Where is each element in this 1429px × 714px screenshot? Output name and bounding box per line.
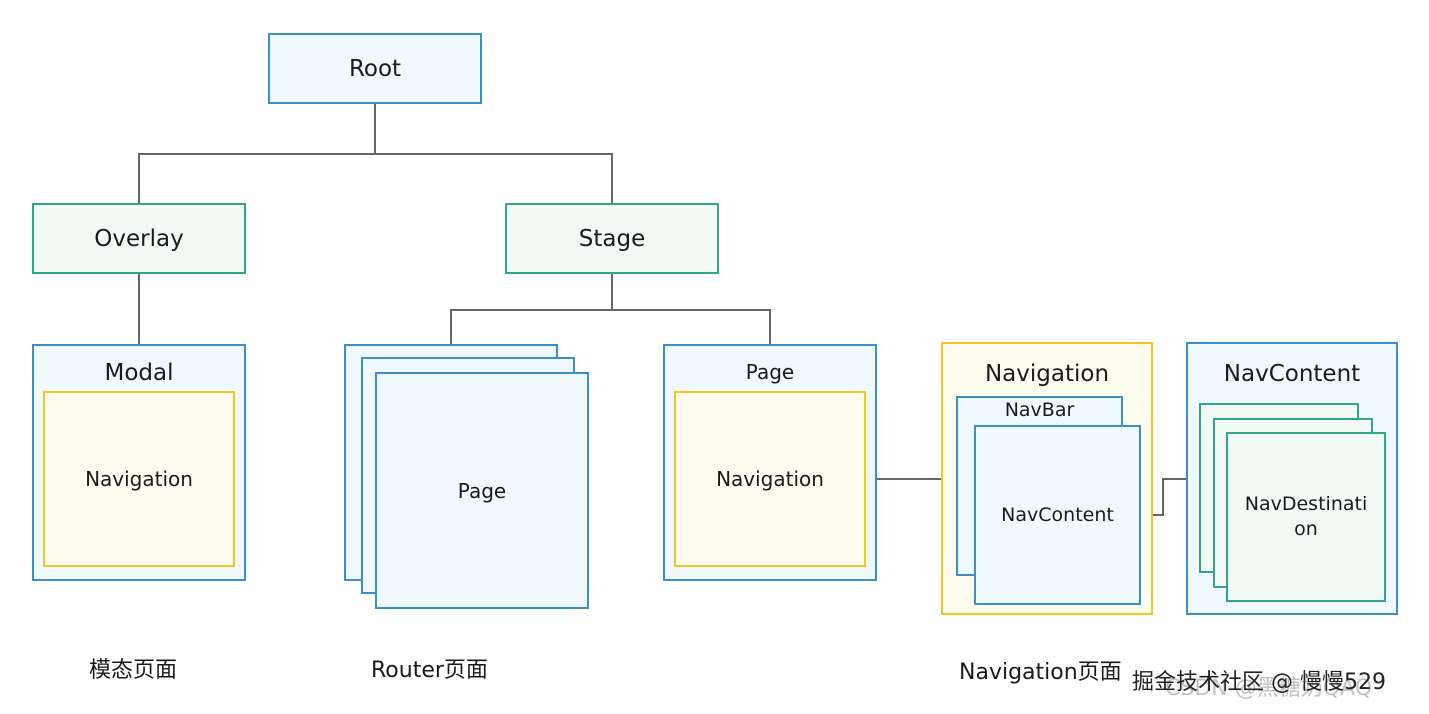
page-navigation-node: Navigation <box>674 391 866 567</box>
page-navigation-label: Navigation <box>716 467 824 491</box>
navdestination-front: NavDestinati on <box>1226 432 1386 602</box>
navcontent-label: NavContent <box>1223 361 1361 387</box>
caption-router: Router页面 <box>371 658 488 683</box>
modal-label: Modal <box>104 360 174 386</box>
router-page-label: Page <box>457 478 507 503</box>
overlay-label: Overlay <box>94 225 184 252</box>
page-label: Page <box>745 360 795 384</box>
navcontent-inner-label: NavContent <box>1001 504 1114 526</box>
root-label: Root <box>348 55 402 82</box>
watermark-juejin: 掘金技术社区 @ 慢慢529 <box>1132 670 1386 695</box>
caption-navigation: Navigation页面 <box>959 660 1122 685</box>
navcontent-inner-node: NavContent <box>974 425 1141 605</box>
watermark-csdn: CSDN @黑糖奶QAQ <box>1165 676 1373 701</box>
navdestination-label: NavDestinati on <box>1244 493 1368 540</box>
navbar-label: NavBar <box>1004 399 1075 421</box>
root-node: Root <box>268 33 482 104</box>
caption-modal: 模态页面 <box>89 658 178 683</box>
modal-navigation-node: Navigation <box>43 391 235 567</box>
stage-label: Stage <box>578 225 646 252</box>
navigation-label: Navigation <box>984 361 1110 387</box>
router-page-front: Page <box>375 372 589 609</box>
overlay-node: Overlay <box>32 203 246 274</box>
stage-node: Stage <box>505 203 719 274</box>
modal-navigation-label: Navigation <box>85 467 193 491</box>
